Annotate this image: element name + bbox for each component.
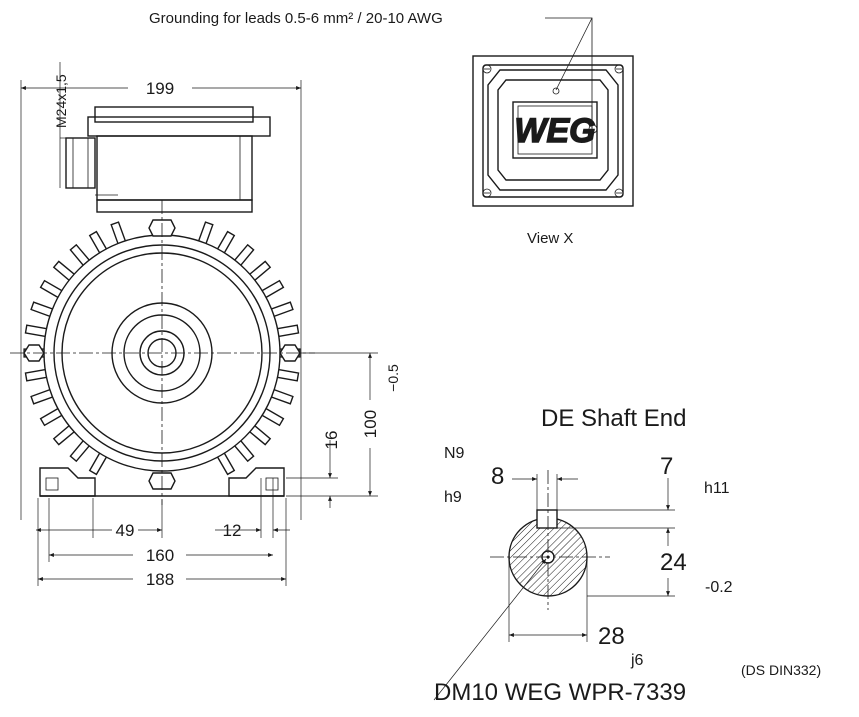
fan-rib [70,318,113,336]
shaft-section [433,470,675,701]
fan-rib [112,268,137,308]
thread-label: DM10 WEG WPR-7339 [434,679,686,706]
view-x-terminal-box: WEG [472,55,634,207]
dim-7: 7 [660,453,673,480]
dim-tol-100: −0.5 [385,364,401,392]
dim-160: 160 [146,546,174,565]
grounding-note: Grounding for leads 0.5-6 mm² / 20-10 AW… [149,10,443,27]
fan-rib [70,370,113,388]
dim-199: 199 [146,79,174,98]
dim-8: 8 [491,463,504,490]
fit-h9: h9 [444,489,462,506]
fan-rib [207,378,247,403]
dim-100: 100 [361,410,380,438]
shaft-end-title: DE Shaft End [541,405,686,432]
fan-rib [99,393,129,428]
fan-rib [187,398,212,438]
front-view-dimensions [20,62,378,586]
fit-j6: j6 [630,652,644,669]
fan-rib [211,318,254,336]
fit-n9: N9 [444,445,465,462]
fan-rib [195,278,225,313]
dim-12: 12 [223,521,242,540]
dim-16: 16 [322,431,341,450]
fan-rib [207,303,247,328]
fan-rib [187,268,212,308]
fan-rib [87,289,122,320]
view-x-label: View X [527,230,573,247]
fit-h11: h11 [704,480,730,497]
fan-rib [179,402,197,445]
tol-24: -0.2 [705,579,733,596]
grounding-leader [545,17,593,128]
fan-rib [202,386,237,417]
fan-rib [195,393,225,428]
fan-rib [87,386,122,417]
standard-note: (DS DIN332) [741,662,821,678]
dim-49: 49 [116,521,135,540]
dim-24: 24 [660,549,687,576]
weg-logo-text: WEG [514,112,595,150]
dim-28: 28 [598,623,625,650]
fan-rib [77,378,117,403]
fan-rib [127,261,145,304]
fan-rib [99,278,129,313]
fan-cover-ribs [70,261,254,445]
fan-rib [127,402,145,445]
fan-rib [211,370,254,388]
weg-logo: WEG [512,101,598,159]
fan-rib [179,261,197,304]
motor-front-view [10,106,315,505]
fan-rib [202,289,237,320]
fan-rib [112,398,137,438]
fan-rib [77,303,117,328]
dim-188: 188 [146,570,174,589]
dim-thread-m24: M24x1,5 [53,74,69,128]
